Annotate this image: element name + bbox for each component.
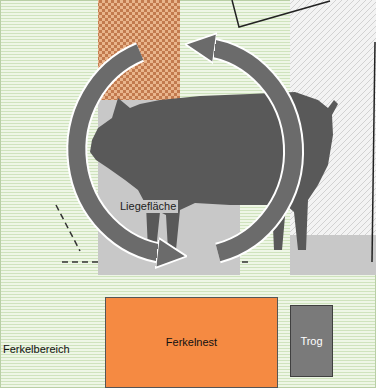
wall-line [232,0,330,27]
circular-arrow [77,52,166,254]
dashed-boundary [56,205,80,251]
area-label: Ferkelbereich [3,343,70,356]
arrow-outline [206,47,294,253]
circular-arrow [206,47,294,253]
area-name: Ferkelnest [164,336,219,349]
wall-line [372,42,375,262]
area-name: Trog [298,335,324,348]
piglet-nest: Ferkelnest [105,297,278,388]
trough-box: Trog [290,305,333,377]
area-name: Liegefläche [118,200,178,213]
arrow-outline [77,52,166,254]
